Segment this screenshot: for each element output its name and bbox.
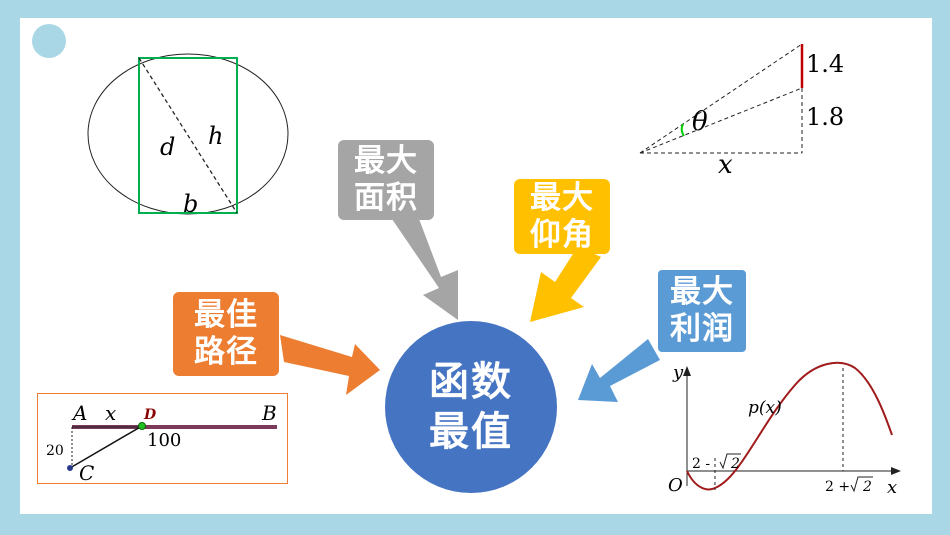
label-B: B bbox=[261, 401, 277, 425]
label-x: x bbox=[718, 150, 733, 178]
label-20: 20 bbox=[46, 443, 64, 459]
profit-function-graph: y p(x) 2 - 2 O 2 + 2 x bbox=[668, 361, 901, 498]
label-d: d bbox=[160, 133, 175, 161]
graph-label-high: 2 + bbox=[825, 479, 850, 495]
max-profit-box: 最大 利润 bbox=[656, 268, 748, 354]
graph-label-x: x bbox=[887, 477, 897, 498]
decorative-dot bbox=[32, 24, 66, 58]
graph-label-y: y bbox=[672, 362, 684, 383]
label-C: C bbox=[79, 461, 94, 485]
elevation-angle-figure: θ 1.4 1.8 x bbox=[639, 43, 844, 178]
arrow-area bbox=[392, 211, 458, 320]
label-100: 100 bbox=[147, 430, 181, 451]
arrow-profit bbox=[578, 339, 660, 402]
best-path-box: 最佳 路径 bbox=[173, 292, 279, 376]
label-b: b bbox=[183, 190, 198, 218]
label-x-path: x bbox=[105, 401, 116, 425]
graph-sqrt-low: 2 bbox=[730, 456, 740, 472]
graph-sqrt-high: 2 bbox=[862, 479, 872, 495]
max-area-box: 最大 面积 bbox=[338, 140, 434, 220]
label-1-8: 1.8 bbox=[806, 103, 844, 131]
label-A: A bbox=[71, 401, 87, 425]
shortest-path-figure: A x D B 20 100 C bbox=[37, 393, 288, 485]
graph-label-O: O bbox=[668, 475, 683, 496]
function-extremum-circle: 函数 最值 bbox=[385, 321, 557, 493]
graph-label-low: 2 - bbox=[692, 456, 710, 472]
label-h: h bbox=[208, 122, 223, 150]
ellipse-rectangle-figure: d h b bbox=[87, 53, 289, 218]
label-theta: θ bbox=[692, 107, 708, 137]
graph-label-px: p(x) bbox=[748, 398, 782, 418]
max-angle-box: 最大 仰角 bbox=[514, 179, 610, 254]
arrow-angle bbox=[530, 246, 601, 322]
label-D: D bbox=[143, 407, 157, 423]
arrow-path bbox=[280, 335, 380, 395]
label-1-4: 1.4 bbox=[806, 50, 844, 78]
